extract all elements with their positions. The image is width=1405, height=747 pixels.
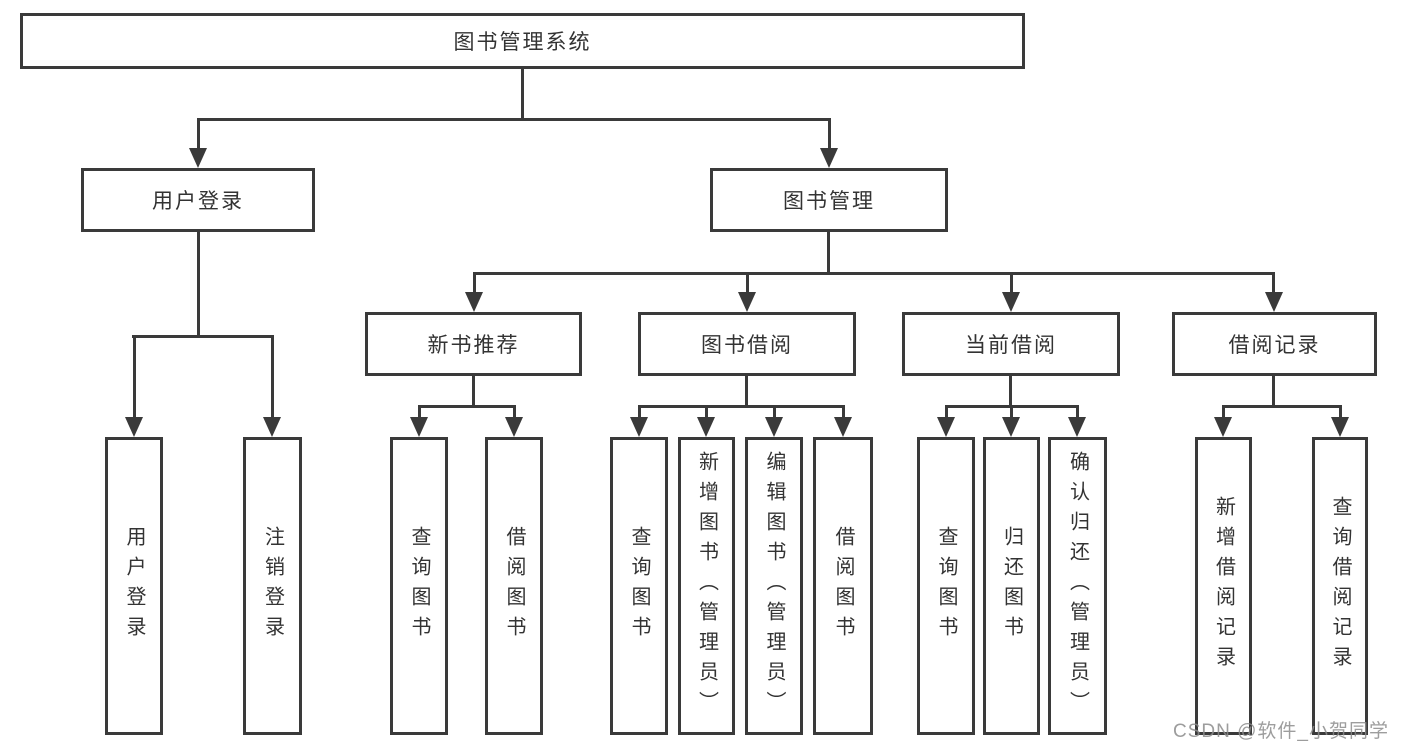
- connector-level3-bar: [473, 272, 1275, 275]
- connector-drop-logout-leaf: [271, 335, 274, 419]
- node-label: 查询图书: [408, 526, 430, 646]
- arrowhead-edit-books-icon: [765, 417, 783, 437]
- connector-drop-book-management: [828, 118, 831, 150]
- arrowhead-query-books-3-icon: [937, 417, 955, 437]
- connector-user-login-bar: [132, 335, 274, 338]
- node-label: 新增图书（管理员）: [695, 451, 718, 721]
- connector-drop-add-borrow-record: [1222, 405, 1225, 419]
- node-logout: 注销登录: [243, 437, 302, 735]
- connector-drop-borrowing-records: [1272, 272, 1275, 294]
- connector-user-login-stem: [197, 232, 200, 338]
- node-label: 新增借阅记录: [1212, 496, 1235, 676]
- connector-book-borrowing-stem: [745, 376, 748, 408]
- node-query-books-1: 查询图书: [390, 437, 448, 735]
- node-label: 借阅图书: [503, 526, 525, 646]
- node-label: 用户登录: [152, 190, 244, 213]
- connector-borrowing-records-stem: [1272, 376, 1275, 408]
- node-current-borrowing: 当前借阅: [902, 312, 1120, 376]
- connector-drop-user-login: [197, 118, 200, 150]
- connector-root-stem: [521, 68, 524, 121]
- arrowhead-add-books-icon: [697, 417, 715, 437]
- connector-book-borrowing-bar: [638, 405, 844, 408]
- connector-new-book-stem: [472, 376, 475, 408]
- connector-drop-query-books-2: [638, 405, 641, 419]
- node-add-borrow-record: 新增借阅记录: [1195, 437, 1252, 735]
- node-label: 借阅记录: [1228, 334, 1321, 357]
- arrowhead-query-books-2-icon: [630, 417, 648, 437]
- node-borrow-books-2: 借阅图书: [813, 437, 873, 735]
- node-query-books-3: 查询图书: [917, 437, 975, 735]
- connector-drop-query-borrow-record: [1339, 405, 1342, 419]
- arrowhead-book-borrowing-icon: [738, 292, 756, 312]
- node-label: 编辑图书（管理员）: [763, 451, 785, 721]
- node-user-login-leaf: 用户登录: [105, 437, 163, 735]
- node-label: 新书推荐: [427, 334, 520, 357]
- arrowhead-user-login-icon: [189, 148, 207, 168]
- node-return-books: 归还图书: [983, 437, 1040, 735]
- arrowhead-borrow-books-1-icon: [505, 417, 523, 437]
- arrowhead-new-book-icon: [465, 292, 483, 312]
- node-query-borrow-record: 查询借阅记录: [1312, 437, 1368, 735]
- connector-drop-query-books-1: [418, 405, 421, 419]
- connector-new-book-bar: [418, 405, 516, 408]
- connector-drop-query-books-3: [945, 405, 948, 419]
- arrowhead-query-books-1-icon: [410, 417, 428, 437]
- connector-drop-confirm-return: [1076, 405, 1079, 419]
- arrowhead-current-borrowing-icon: [1002, 292, 1020, 312]
- arrowhead-return-books-icon: [1002, 417, 1020, 437]
- node-new-book-recommendation: 新书推荐: [365, 312, 582, 376]
- node-label: 图书借阅: [701, 334, 793, 357]
- node-label: 查询图书: [628, 526, 650, 646]
- node-label: 当前借阅: [965, 334, 1057, 357]
- node-user-login: 用户登录: [81, 168, 315, 232]
- node-label: 查询借阅记录: [1329, 496, 1351, 676]
- arrowhead-login-leaf-icon: [125, 417, 143, 437]
- node-book-management: 图书管理: [710, 168, 948, 232]
- arrowhead-add-borrow-record-icon: [1214, 417, 1232, 437]
- arrowhead-logout-leaf-icon: [263, 417, 281, 437]
- node-library-management-system: 图书管理系统: [20, 13, 1025, 69]
- connector-drop-book-borrowing: [746, 272, 749, 294]
- node-label: 确认归还（管理员）: [1066, 451, 1089, 721]
- arrowhead-confirm-return-icon: [1068, 417, 1086, 437]
- connector-drop-return-books: [1010, 405, 1013, 419]
- node-label: 注销登录: [261, 526, 284, 646]
- node-query-books-2: 查询图书: [610, 437, 668, 735]
- connector-drop-edit-books: [773, 405, 776, 419]
- connector-level2-bar: [197, 118, 831, 121]
- connector-book-management-stem: [827, 232, 830, 275]
- connector-drop-current-borrowing: [1010, 272, 1013, 294]
- node-borrowing-records: 借阅记录: [1172, 312, 1377, 376]
- connector-drop-borrow-books-1: [513, 405, 516, 419]
- node-label: 用户登录: [123, 526, 145, 646]
- node-label: 归还图书: [1000, 526, 1023, 646]
- node-label: 查询图书: [935, 526, 957, 646]
- connector-drop-login-leaf: [133, 335, 136, 419]
- connector-drop-new-book: [473, 272, 476, 294]
- connector-drop-add-books: [705, 405, 708, 419]
- node-edit-books-admin: 编辑图书（管理员）: [745, 437, 803, 735]
- node-label: 图书管理系统: [453, 31, 592, 54]
- node-confirm-return-admin: 确认归还（管理员）: [1048, 437, 1107, 735]
- connector-borrowing-records-bar: [1222, 405, 1341, 408]
- arrowhead-book-management-icon: [820, 148, 838, 168]
- node-label: 图书管理: [783, 190, 875, 213]
- arrowhead-borrow-books-2-icon: [834, 417, 852, 437]
- node-book-borrowing: 图书借阅: [638, 312, 856, 376]
- node-label: 借阅图书: [832, 526, 854, 646]
- connector-current-borrowing-stem: [1009, 376, 1012, 408]
- arrowhead-query-borrow-record-icon: [1331, 417, 1349, 437]
- connector-drop-borrow-books-2: [842, 405, 845, 419]
- node-borrow-books-1: 借阅图书: [485, 437, 543, 735]
- arrowhead-borrowing-records-icon: [1265, 292, 1283, 312]
- node-add-books-admin: 新增图书（管理员）: [678, 437, 735, 735]
- csdn-watermark: CSDN @软件_小贺同学: [1173, 721, 1389, 742]
